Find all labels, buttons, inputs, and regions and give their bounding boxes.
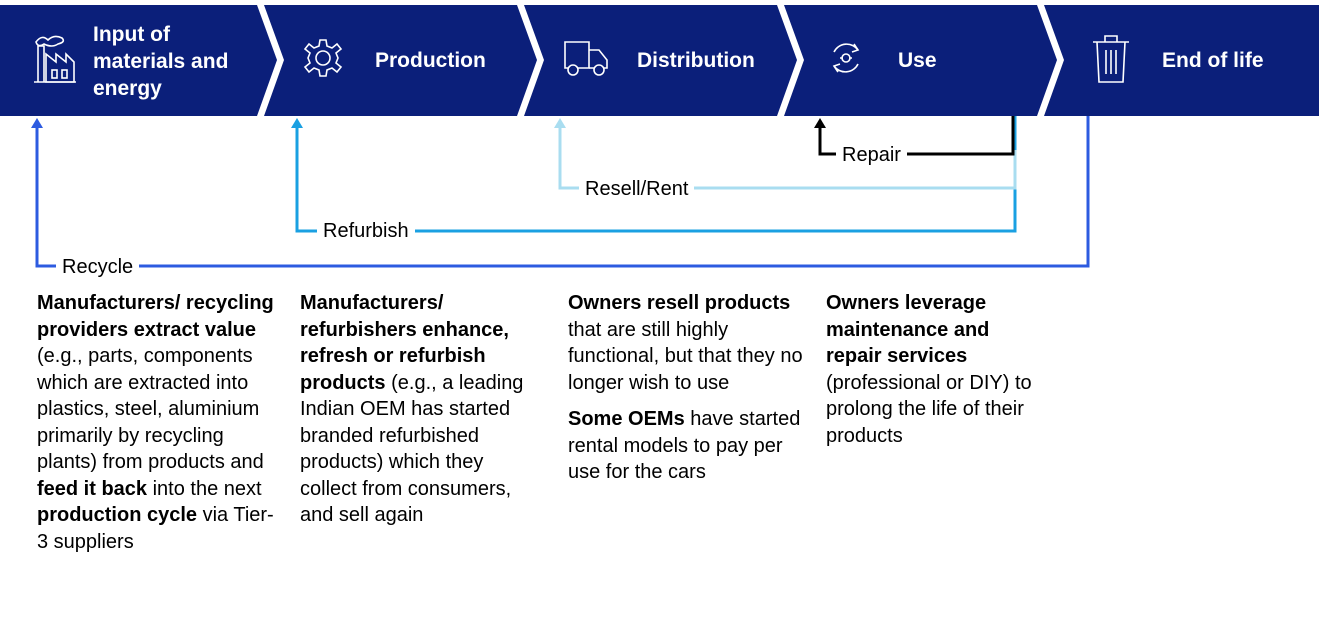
recycle-label: Recycle (56, 255, 140, 279)
recycle-bold-3: production cycle (37, 504, 198, 526)
repair-loop-line (818, 116, 1015, 156)
stage-input-text: Input of materials and energy (93, 22, 229, 100)
recycle-description: Manufacturers/ recycling providers extra… (37, 290, 277, 565)
repair-arrowhead (814, 118, 826, 128)
stage-label-distribution: Distribution (637, 5, 787, 116)
stage-label-use: Use (898, 5, 1018, 116)
recycle-loop-line (35, 116, 1090, 268)
repair-label: Repair (836, 143, 907, 167)
cycle-icon (832, 43, 860, 73)
factory-icon (34, 35, 76, 83)
chevron-production (264, 5, 537, 116)
resell-text-1: that are still highly functional, but th… (568, 318, 803, 394)
stage-production-text: Production (375, 49, 486, 72)
recycle-text-3: via Tier-3 suppliers (37, 504, 274, 553)
resell-paragraph-1: Owners resell products that are still hi… (568, 290, 804, 396)
truck-icon (564, 41, 608, 76)
refurbish-description: Manufacturers/ refurbishers enhance, ref… (300, 290, 540, 539)
recycle-arrowhead (31, 118, 43, 128)
refurbish-loop-line (295, 116, 1017, 233)
repair-paragraph: Owners leverage maintenance and repair s… (826, 290, 1046, 449)
resell-rent-label: Resell/Rent (579, 177, 695, 201)
refurbish-arrowhead (291, 118, 303, 128)
repair-bold-1: Owners leverage maintenance and repair s… (826, 292, 990, 367)
recycle-bold-2: feed it back (37, 477, 148, 500)
resell-paragraph-2: Some OEMs have started rental models to … (568, 406, 804, 486)
stage-distribution-text: Distribution (637, 49, 755, 72)
stage-use-text: Use (898, 49, 937, 72)
resell-bold-1: Owners resell products (568, 292, 791, 314)
stage-label-production: Production (375, 5, 515, 116)
recycle-paragraph: Manufacturers/ recycling providers extra… (37, 290, 277, 555)
resell-loop-line (558, 124, 1017, 190)
chevron-distribution (524, 5, 797, 116)
resell-arrowhead (554, 118, 566, 128)
refurbish-bold-1: Manufacturers/ refurbishers enhance, ref… (300, 292, 509, 394)
resell-text-2: have started rental models to pay per us… (568, 408, 801, 483)
gear-icon (303, 39, 343, 77)
resell-bold-2: Some OEMs (568, 408, 685, 430)
recycle-text-2: into the next (147, 477, 262, 500)
trash-bin-icon (1093, 35, 1129, 83)
recycle-bold-1: Manufacturers/ recycling providers extra… (37, 292, 274, 341)
chevron-input (0, 5, 277, 116)
resell-description: Owners resell products that are still hi… (568, 290, 804, 496)
refurbish-text-1: (e.g., a leading Indian OEM has started … (300, 371, 524, 527)
stage-label-end-of-life: End of life (1162, 5, 1312, 116)
refurbish-label: Refurbish (317, 219, 415, 243)
repair-text-1: (professional or DIY) to prolong the lif… (826, 371, 1032, 447)
recycle-text-1: (e.g., parts, components which are extra… (37, 345, 264, 473)
chevron-use (784, 5, 1057, 116)
repair-description: Owners leverage maintenance and repair s… (826, 290, 1046, 459)
stage-end-of-life-text: End of life (1162, 49, 1264, 72)
refurbish-paragraph: Manufacturers/ refurbishers enhance, ref… (300, 290, 540, 529)
chevron-end-of-life (1044, 5, 1319, 116)
stage-label-input: Input of materials and energy (93, 7, 263, 115)
